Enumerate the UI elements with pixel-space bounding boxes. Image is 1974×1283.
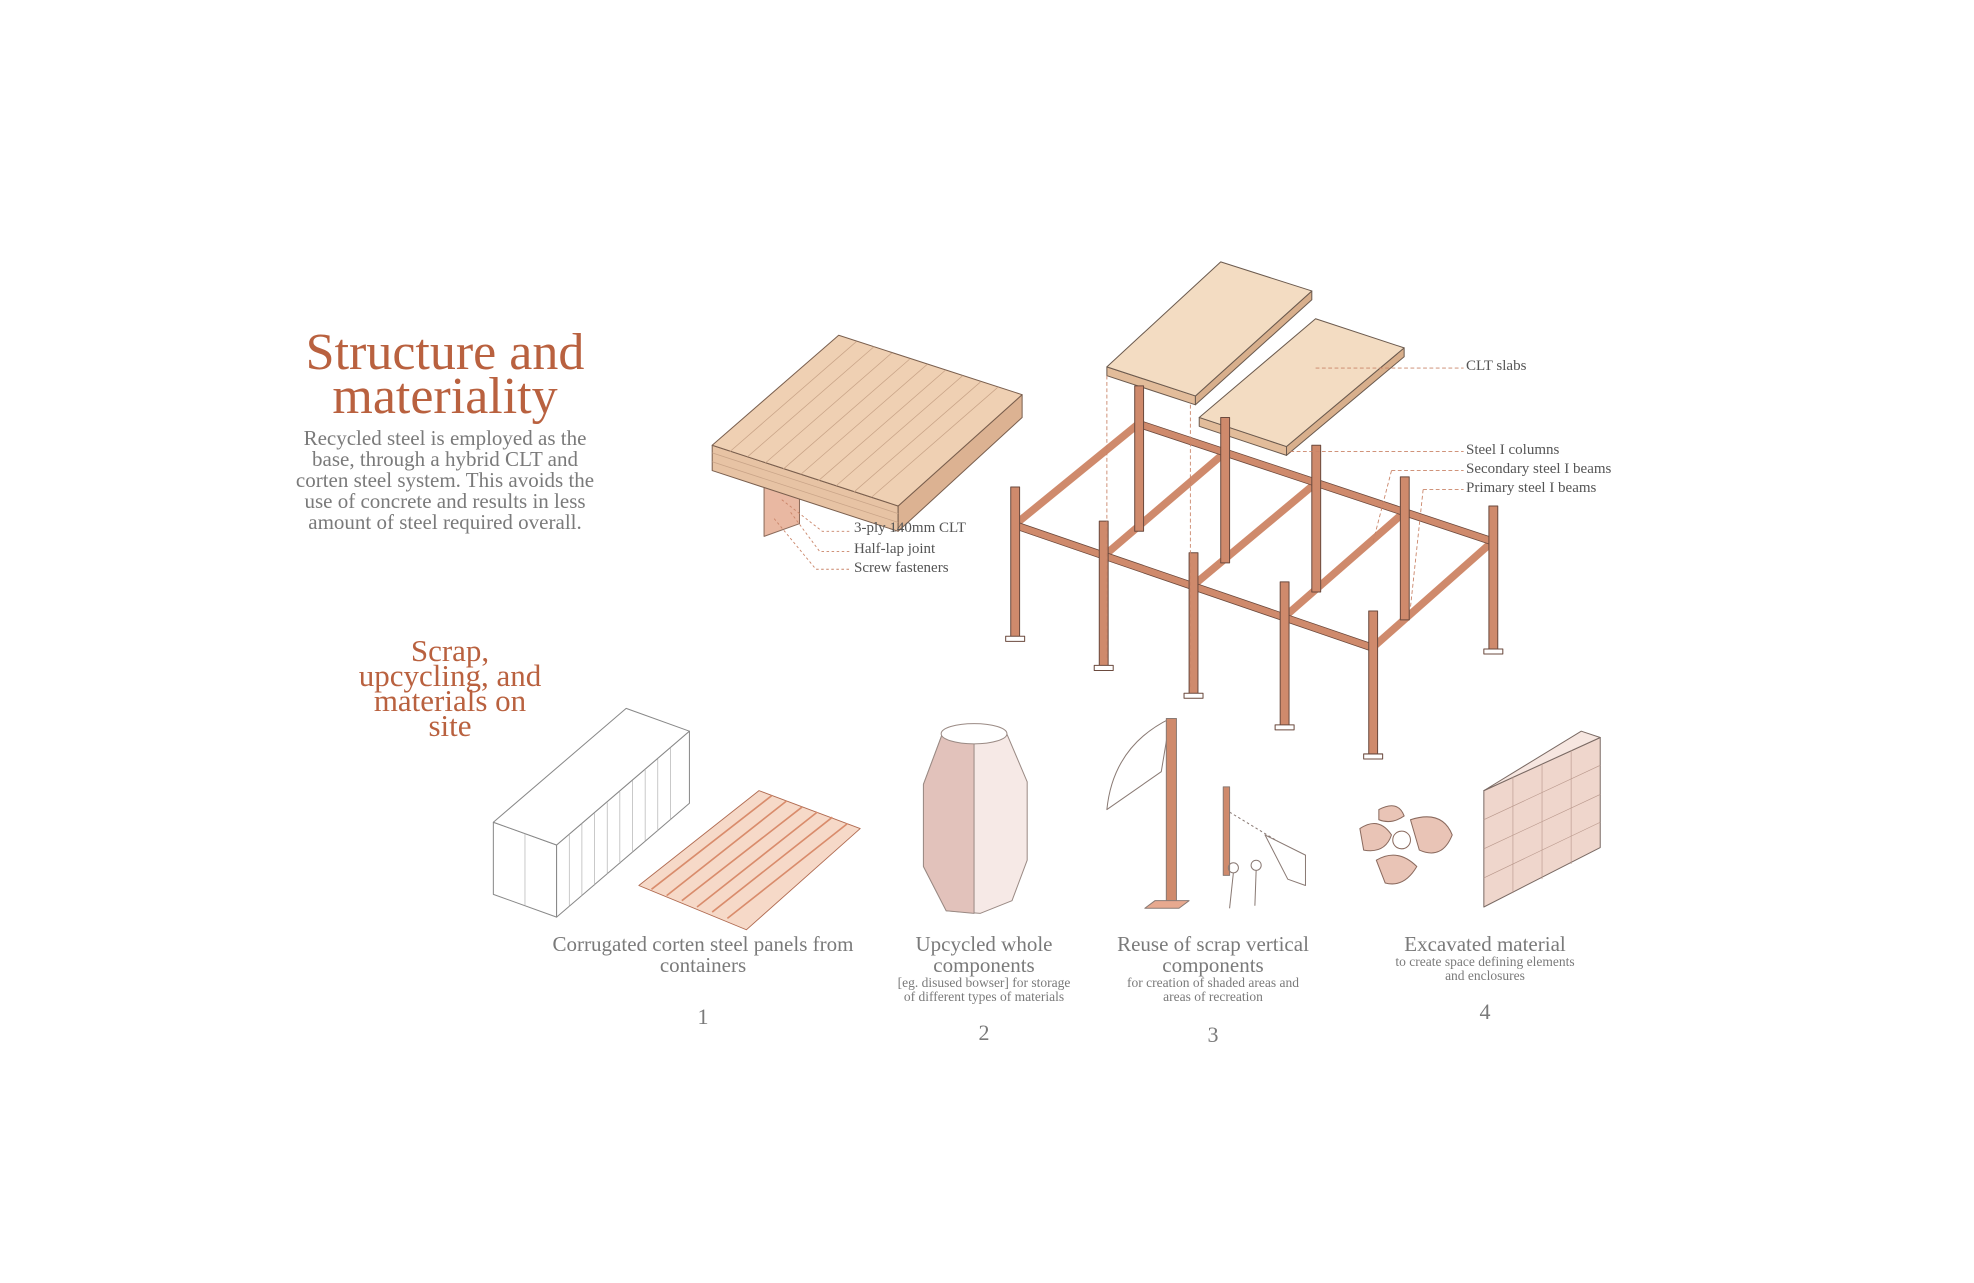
item-caption: containers (659, 953, 747, 977)
item-number: 1 (697, 1004, 709, 1029)
item-number: 2 (978, 1020, 990, 1045)
item-number: 3 (1207, 1022, 1219, 1047)
item-caption: Upcycled whole (915, 932, 1053, 956)
corrugated-corten-sheet (638, 790, 861, 931)
intro-line: Recycled steel is employed as the (303, 426, 587, 450)
intro-line: amount of steel required overall. (308, 510, 582, 534)
item-caption: Excavated material (1404, 932, 1566, 956)
page-title: Structure and materiality (245, 324, 645, 425)
bowser-tank (922, 723, 1028, 914)
item-subtext: areas of recreation (1163, 989, 1263, 1004)
steel-frame (1005, 367, 1504, 760)
heading-line: upcycling, and (358, 658, 542, 693)
intro-line: use of concrete and results in less (304, 489, 586, 513)
item-subtext: of different types of materials (903, 989, 1065, 1004)
item-4: Excavated material to create space defin… (1335, 934, 1635, 1025)
item-number: 4 (1479, 999, 1491, 1024)
label-clt-slabs: CLT slabs (1466, 358, 1527, 374)
section-heading: Scrap, upcycling, and materials on site (300, 633, 600, 743)
item-1: Corrugated corten steel panels from cont… (523, 934, 883, 1030)
intro-text: Recycled steel is employed as the base, … (245, 428, 645, 533)
item-caption: Reuse of scrap vertical (1117, 932, 1309, 956)
item-2: Upcycled whole components [eg. disused b… (834, 934, 1134, 1046)
excavated-stones (1359, 805, 1453, 885)
label-primary-beams: Primary steel I beams (1466, 480, 1597, 496)
shipping-container (492, 707, 690, 918)
item-subtext: for creation of shaded areas and (1126, 975, 1300, 990)
label-secondary-beams: Secondary steel I beams (1466, 461, 1612, 477)
item-caption: components (933, 953, 1035, 977)
label-half-lap-joint: Half-lap joint (854, 541, 936, 557)
item-subtext: and enclosures (1445, 968, 1525, 983)
heading-line: materials on (373, 683, 527, 718)
scrap-column-shade (1106, 718, 1306, 909)
heading-line: site (428, 708, 472, 743)
title-line: Structure and (305, 324, 585, 381)
clt-detail-plate (711, 334, 1023, 570)
heading-line: Scrap, (410, 633, 490, 668)
intro-line: corten steel system. This avoids the (295, 468, 595, 492)
item-caption: Corrugated corten steel panels from (552, 932, 854, 956)
clt-slabs (1106, 261, 1405, 456)
item-3: Reuse of scrap vertical components for c… (1063, 934, 1363, 1048)
item-subtext: [eg. disused bowser] for storage (897, 975, 1071, 990)
label-clt-ply: 3-ply 140mm CLT (854, 520, 966, 536)
label-screw-fasteners: Screw fasteners (854, 560, 949, 576)
item-subtext: to create space defining elements (1395, 954, 1575, 969)
intro-line: base, through a hybrid CLT and (312, 447, 578, 471)
label-steel-columns: Steel I columns (1466, 442, 1560, 458)
title-line: materiality (332, 368, 558, 425)
gabion-wall (1483, 730, 1601, 908)
item-caption: components (1162, 953, 1264, 977)
